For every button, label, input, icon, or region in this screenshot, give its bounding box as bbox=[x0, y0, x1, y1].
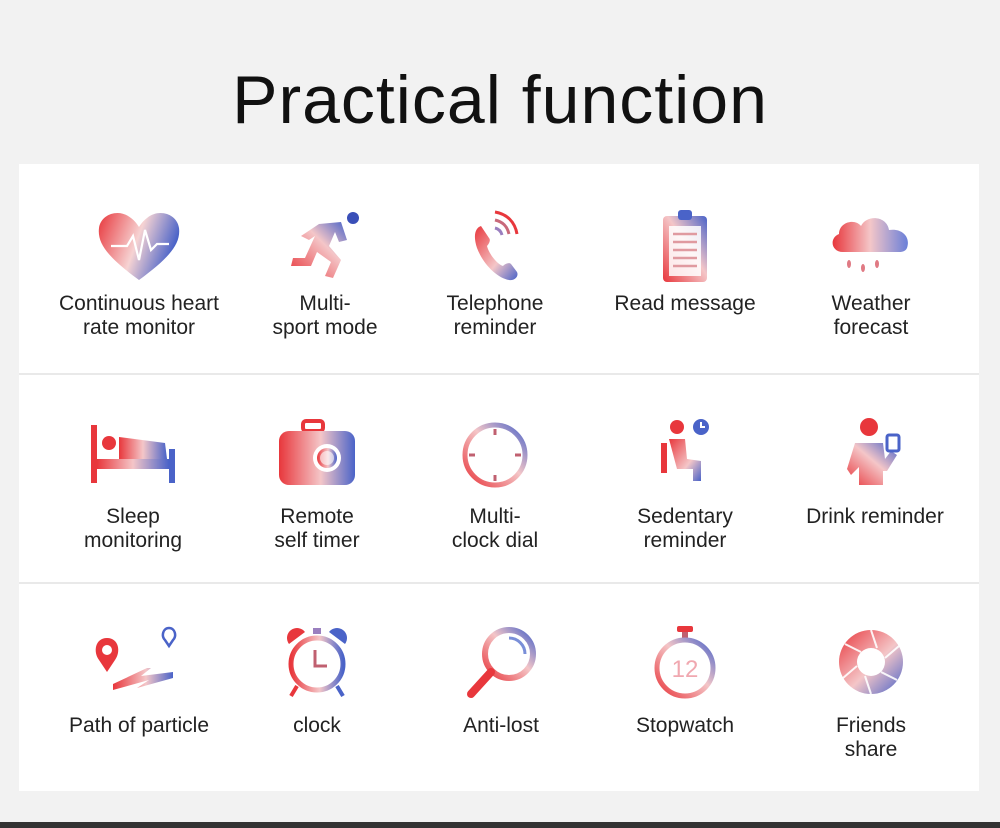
feature-label: Friends share bbox=[835, 714, 907, 761]
feature-label: Telephone reminder bbox=[446, 292, 544, 339]
phone-icon bbox=[445, 206, 545, 286]
feature-label: Multi- sport mode bbox=[272, 292, 378, 339]
feature-friends-share: Friends share bbox=[775, 584, 967, 792]
feature-read-message: Read message bbox=[589, 164, 781, 372]
feature-label: Read message bbox=[614, 292, 756, 315]
feature-self-timer: Remote self timer bbox=[221, 375, 413, 583]
drinking-person-icon bbox=[825, 415, 925, 495]
feature-label: Stopwatch bbox=[635, 714, 735, 737]
alarm-clock-icon bbox=[267, 624, 367, 704]
feature-anti-lost: Anti-lost bbox=[405, 584, 597, 792]
feature-label: Sedentary reminder bbox=[637, 505, 733, 552]
running-icon bbox=[275, 206, 375, 286]
feature-weather: Weather forecast bbox=[775, 164, 967, 372]
feature-label: Sleep monitoring bbox=[83, 505, 183, 552]
feature-path: Path of particle bbox=[43, 584, 235, 792]
feature-row-3: Path of particle bbox=[19, 582, 979, 792]
camera-icon bbox=[267, 415, 367, 495]
feature-sport-mode: Multi- sport mode bbox=[229, 164, 421, 372]
feature-label: Weather forecast bbox=[831, 292, 911, 339]
feature-telephone: Telephone reminder bbox=[399, 164, 591, 372]
stopwatch-number: 12 bbox=[672, 656, 699, 683]
feature-stopwatch: 12 Stopwatch bbox=[589, 584, 781, 792]
feature-label: clock bbox=[293, 714, 341, 737]
feature-label: Remote self timer bbox=[274, 505, 360, 552]
feature-heart-rate: Continuous heart rate monitor bbox=[43, 164, 235, 372]
clock-dial-icon bbox=[445, 415, 545, 495]
feature-clock: clock bbox=[221, 584, 413, 792]
magnifier-icon bbox=[451, 624, 551, 704]
feature-label: Anti-lost bbox=[463, 714, 539, 737]
feature-row-2: Sleep monitoring Remote self time bbox=[19, 373, 979, 583]
feature-label: Drink reminder bbox=[806, 505, 944, 528]
feature-label: Continuous heart rate monitor bbox=[59, 292, 219, 339]
feature-label: Multi- clock dial bbox=[451, 505, 539, 552]
features-panel: Continuous heart rate monitor Multi- spo… bbox=[19, 164, 979, 791]
map-path-icon bbox=[89, 624, 189, 704]
feature-sedentary: Sedentary reminder bbox=[589, 375, 781, 583]
cloud-rain-icon bbox=[821, 206, 921, 286]
feature-row-1: Continuous heart rate monitor Multi- spo… bbox=[19, 164, 979, 372]
stopwatch-icon: 12 bbox=[635, 624, 735, 704]
page-title: Practical function bbox=[232, 62, 768, 138]
feature-drink: Drink reminder bbox=[779, 375, 971, 583]
aperture-icon bbox=[821, 624, 921, 704]
feature-sleep: Sleep monitoring bbox=[37, 375, 229, 583]
bed-icon bbox=[83, 415, 183, 495]
sitting-person-icon bbox=[635, 415, 735, 495]
heart-rate-icon bbox=[89, 206, 189, 286]
clipboard-icon bbox=[635, 206, 735, 286]
feature-clock-dial: Multi- clock dial bbox=[399, 375, 591, 583]
bottom-divider bbox=[0, 822, 1000, 828]
feature-label: Path of particle bbox=[68, 714, 210, 737]
